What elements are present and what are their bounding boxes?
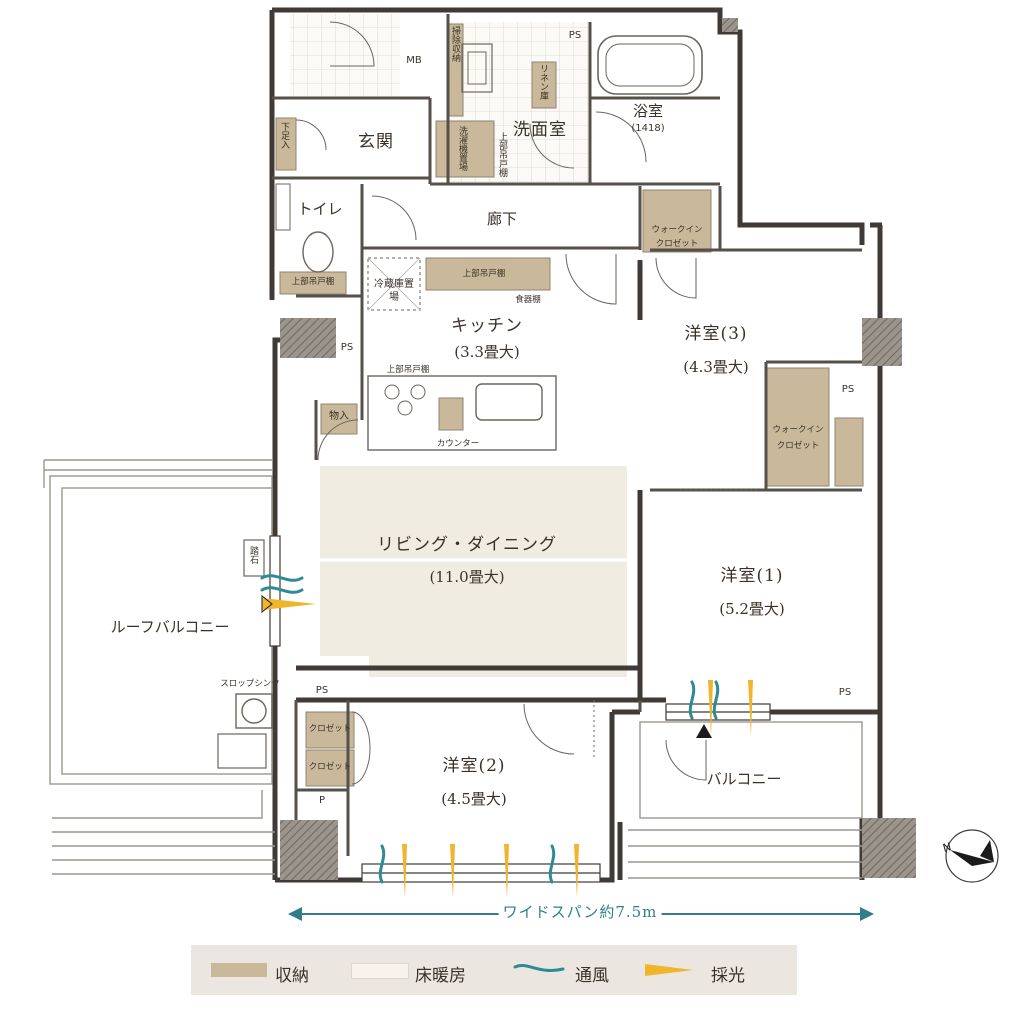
room-roof-balcony-label: ルーフバルコニー	[110, 618, 230, 636]
room-washroom-label: 洗面室	[513, 120, 567, 140]
linen-storage-label: リネン庫	[538, 64, 548, 100]
legend-storage-swatch	[211, 963, 267, 977]
entrance-tile-area	[290, 14, 400, 98]
kitchen-sink	[475, 383, 543, 421]
legend-daylight-icon	[645, 964, 693, 976]
room-western2-label: 洋室(2)	[442, 756, 506, 776]
washbasin	[461, 43, 493, 93]
compass-icon	[945, 829, 999, 883]
closet-label-2: クロゼット	[308, 762, 352, 772]
upper-shelf-toilet-label: 上部吊戸棚	[291, 277, 335, 287]
roof-balcony-outline	[43, 459, 275, 875]
upper-shelf-wash-label: 上部吊戸棚	[497, 132, 507, 177]
mb-label: MB	[406, 55, 422, 66]
living-floor-heating	[320, 466, 627, 677]
walkin-closet-right-label-1: ウォークイン	[772, 425, 824, 435]
room-living-label: リビング・ダイニング	[377, 535, 557, 555]
counter-label: カウンター	[436, 439, 480, 449]
stepping-stone	[243, 539, 265, 577]
fridge-space	[367, 257, 421, 311]
slop-sink	[235, 693, 273, 729]
room-toilet-label: トイレ	[297, 200, 343, 218]
room-hallway-label: 廊下	[486, 210, 518, 228]
kitchen-counter	[367, 375, 557, 451]
legend-daylight-label: 採光	[711, 966, 745, 986]
legend-floor-heating-label: 床暖房	[415, 966, 466, 986]
room-western3-label: 洋室(3)	[684, 324, 748, 344]
p-label: P	[318, 795, 326, 806]
daylight-marks	[262, 598, 753, 898]
upper-shelf-stove-label: 上部吊戸棚	[386, 365, 430, 375]
wide-span-label: ワイドスパン約7.5m	[498, 905, 662, 920]
shoe-storage-label: 下足入	[279, 122, 289, 149]
washer-space-label: 洗濯機置場	[457, 126, 467, 171]
cleaning-storage-label: 掃除収納	[450, 26, 460, 62]
room-living-size: (11.0畳大)	[429, 568, 505, 586]
stove-burners	[384, 384, 426, 416]
legend-storage-label: 収納	[275, 966, 309, 986]
walkin-closet-right-label-2: クロゼット	[776, 441, 820, 451]
roof-entrance-marker	[261, 594, 273, 614]
room-kitchen-label: キッチン	[451, 316, 523, 336]
ps-label-bath: PS	[568, 30, 582, 41]
entrance-marker	[696, 724, 712, 738]
ps-label-western2: PS	[315, 685, 329, 696]
balcony-outline	[628, 721, 863, 879]
ac-unit	[217, 733, 267, 769]
room-western3-size: (4.3畳大)	[683, 358, 749, 376]
legend-ventilation-label: 通風	[575, 966, 609, 986]
storage-label: 物入	[329, 411, 349, 422]
walkin-closet-top-label-2: クロゼット	[655, 239, 699, 249]
room-western1-size: (5.2畳大)	[719, 600, 785, 618]
slop-sink-label: スロップシンク	[220, 679, 280, 689]
room-bathroom-label: 浴室	[632, 102, 664, 120]
closet-label-1: クロゼット	[308, 724, 352, 734]
storage-areas	[275, 23, 864, 787]
fridge-space-label: 冷蔵庫置場	[374, 279, 414, 303]
legend-ventilation-icon	[513, 964, 565, 972]
ventilation-marks	[260, 574, 720, 884]
stepping-stone-label: 踏石	[248, 546, 258, 564]
legend: 収納 床暖房 通風 採光	[191, 945, 797, 995]
ps-label-western1: PS	[838, 687, 852, 698]
ps-label-western3: PS	[841, 384, 855, 395]
room-western2-size: (4.5畳大)	[441, 790, 507, 808]
legend-floor-heating-swatch	[351, 963, 409, 979]
bathtub	[597, 35, 703, 95]
door-swings	[295, 21, 760, 785]
toilet-bowl	[302, 231, 334, 273]
room-bathroom-size: (1418)	[631, 123, 665, 134]
room-western1-label: 洋室(1)	[720, 566, 784, 586]
ps-label-kitchen: PS	[340, 342, 354, 353]
room-entrance-label: 玄関	[358, 132, 394, 152]
compass-north: N	[941, 840, 952, 855]
upper-shelf-kitchen-label: 上部吊戸棚	[462, 269, 506, 279]
dish-shelf-label: 食器棚	[515, 295, 541, 305]
walkin-closet-top-label-1: ウォークイン	[651, 225, 703, 235]
room-kitchen-size: (3.3畳大)	[454, 343, 520, 361]
structural-columns	[280, 18, 916, 880]
room-balcony-label: バルコニー	[706, 770, 782, 788]
